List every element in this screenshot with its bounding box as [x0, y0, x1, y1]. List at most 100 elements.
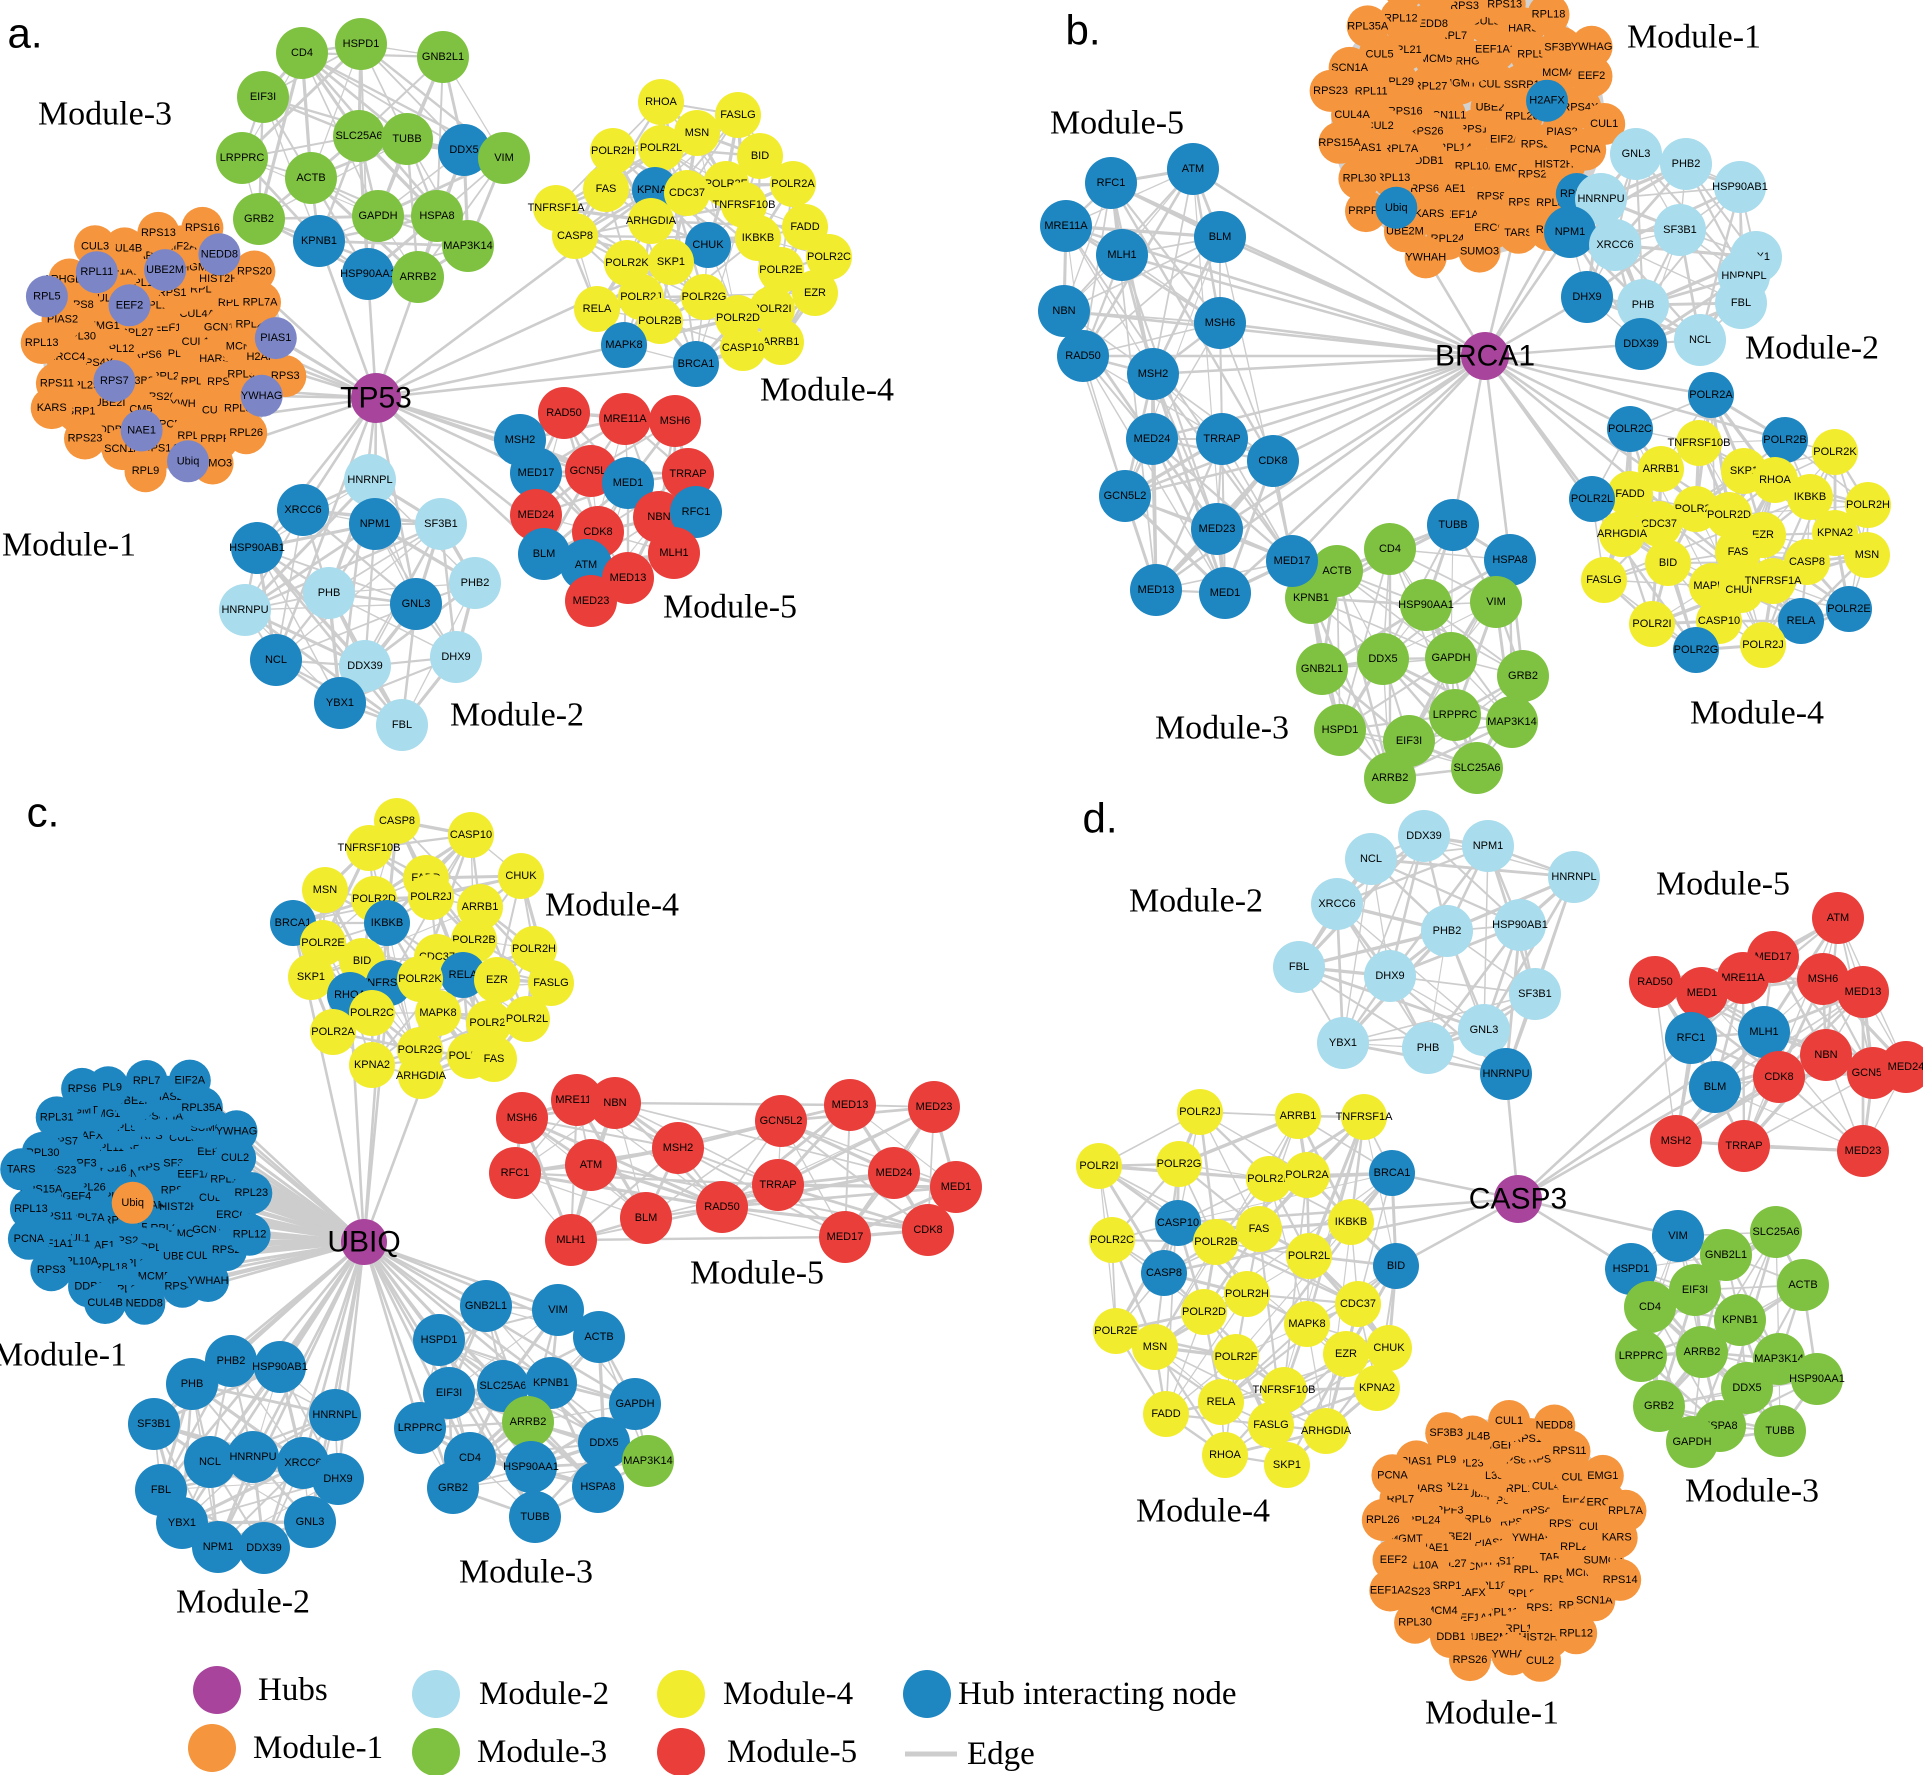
- gene-node[interactable]: [1674, 314, 1726, 366]
- gene-node[interactable]: [1369, 1150, 1415, 1196]
- gene-node[interactable]: [1615, 1330, 1667, 1382]
- gene-node[interactable]: [1402, 1022, 1454, 1074]
- gene-node[interactable]: [638, 79, 684, 125]
- gene-node[interactable]: [1038, 285, 1090, 337]
- gene-node[interactable]: [335, 18, 387, 70]
- gene-node[interactable]: [474, 957, 520, 1003]
- gene-node[interactable]: [1480, 1048, 1532, 1100]
- gene-node[interactable]: [770, 161, 816, 207]
- gene-node[interactable]: [440, 952, 486, 998]
- gene-node[interactable]: [1127, 348, 1179, 400]
- gene-node[interactable]: [664, 170, 710, 216]
- gene-node[interactable]: [7, 1217, 50, 1260]
- gene-node[interactable]: [303, 567, 355, 619]
- gene-node[interactable]: [652, 1122, 704, 1174]
- gene-node[interactable]: [198, 233, 241, 276]
- gene-node[interactable]: [1570, 25, 1613, 68]
- gene-node[interactable]: [1752, 457, 1798, 503]
- gene-node[interactable]: [288, 954, 334, 1000]
- gene-node[interactable]: [254, 317, 297, 360]
- gene-node[interactable]: [1261, 1367, 1307, 1413]
- gene-node[interactable]: [599, 393, 651, 445]
- gene-node[interactable]: [1715, 529, 1761, 575]
- gene-node[interactable]: [511, 926, 557, 972]
- gene-node[interactable]: [1633, 1380, 1685, 1432]
- gene-node[interactable]: [1130, 564, 1182, 616]
- gene-node[interactable]: [1364, 752, 1416, 804]
- gene-node[interactable]: [398, 1053, 444, 1099]
- gene-node[interactable]: [1415, 0, 1457, 13]
- gene-node[interactable]: [166, 1358, 218, 1410]
- gene-node[interactable]: [0, 1148, 43, 1191]
- gene-node[interactable]: [124, 450, 167, 493]
- gene-node[interactable]: [1700, 1229, 1752, 1281]
- gene-node[interactable]: [685, 222, 731, 268]
- gene-node[interactable]: [1284, 1301, 1330, 1347]
- gene-node[interactable]: [578, 1417, 630, 1469]
- gene-node[interactable]: [1610, 128, 1662, 180]
- gene-node[interactable]: [1638, 446, 1684, 492]
- gene-node[interactable]: [277, 484, 329, 536]
- gene-node[interactable]: [1777, 1259, 1829, 1311]
- gene-node[interactable]: [1404, 236, 1447, 279]
- gene-node[interactable]: [310, 1009, 356, 1055]
- gene-node[interactable]: [1384, 0, 1426, 10]
- gene-node[interactable]: [510, 447, 562, 499]
- hub-node[interactable]: [341, 1219, 387, 1265]
- gene-node[interactable]: [1040, 200, 1092, 252]
- gene-node[interactable]: [1688, 372, 1734, 418]
- gene-node[interactable]: [565, 1139, 617, 1191]
- gene-node[interactable]: [1533, 1404, 1576, 1447]
- gene-node[interactable]: [1812, 510, 1858, 556]
- gene-node[interactable]: [1309, 69, 1352, 112]
- gene-node[interactable]: [309, 1389, 361, 1441]
- gene-node[interactable]: [601, 322, 647, 368]
- gene-node[interactable]: [390, 578, 442, 630]
- hub-node[interactable]: [1461, 332, 1509, 380]
- gene-node[interactable]: [276, 27, 328, 79]
- gene-node[interactable]: [1583, 103, 1626, 145]
- gene-node[interactable]: [622, 1435, 674, 1487]
- gene-node[interactable]: [1607, 471, 1653, 517]
- gene-node[interactable]: [1193, 1219, 1239, 1265]
- gene-node[interactable]: [1519, 1639, 1562, 1682]
- gene-node[interactable]: [609, 1378, 661, 1430]
- gene-node[interactable]: [312, 1453, 364, 1505]
- gene-node[interactable]: [344, 454, 396, 506]
- gene-node[interactable]: [376, 699, 428, 751]
- gene-node[interactable]: [673, 341, 719, 387]
- gene-node[interactable]: [1784, 539, 1830, 585]
- gene-node[interactable]: [192, 1521, 244, 1573]
- gene-node[interactable]: [1126, 413, 1178, 465]
- gene-node[interactable]: [417, 31, 469, 83]
- gene-node[interactable]: [1366, 1325, 1412, 1371]
- gene-node[interactable]: [1561, 271, 1613, 323]
- gene-node[interactable]: [758, 319, 804, 365]
- gene-node[interactable]: [1717, 952, 1769, 1004]
- hub-node[interactable]: [1494, 1175, 1542, 1223]
- gene-node[interactable]: [1364, 523, 1416, 575]
- gene-node[interactable]: [1721, 1362, 1773, 1414]
- gene-node[interactable]: [427, 1462, 479, 1514]
- gene-node[interactable]: [397, 956, 443, 1002]
- gene-node[interactable]: [1345, 190, 1387, 233]
- gene-node[interactable]: [1335, 1281, 1381, 1327]
- gene-node[interactable]: [1837, 1125, 1889, 1177]
- gene-node[interactable]: [1615, 318, 1667, 370]
- gene-node[interactable]: [1341, 1094, 1387, 1140]
- gene-node[interactable]: [1398, 810, 1450, 862]
- gene-node[interactable]: [137, 211, 180, 254]
- gene-node[interactable]: [1797, 953, 1849, 1005]
- gene-node[interactable]: [538, 387, 590, 439]
- gene-node[interactable]: [302, 867, 348, 913]
- gene-node[interactable]: [1369, 1569, 1412, 1612]
- gene-node[interactable]: [1266, 535, 1318, 587]
- gene-node[interactable]: [758, 247, 804, 293]
- gene-node[interactable]: [231, 522, 283, 574]
- gene-node[interactable]: [413, 1314, 465, 1366]
- gene-node[interactable]: [1198, 1379, 1244, 1425]
- gene-node[interactable]: [1224, 1271, 1270, 1317]
- gene-node[interactable]: [230, 1172, 273, 1215]
- gene-node[interactable]: [240, 374, 283, 417]
- gene-node[interactable]: [583, 166, 629, 212]
